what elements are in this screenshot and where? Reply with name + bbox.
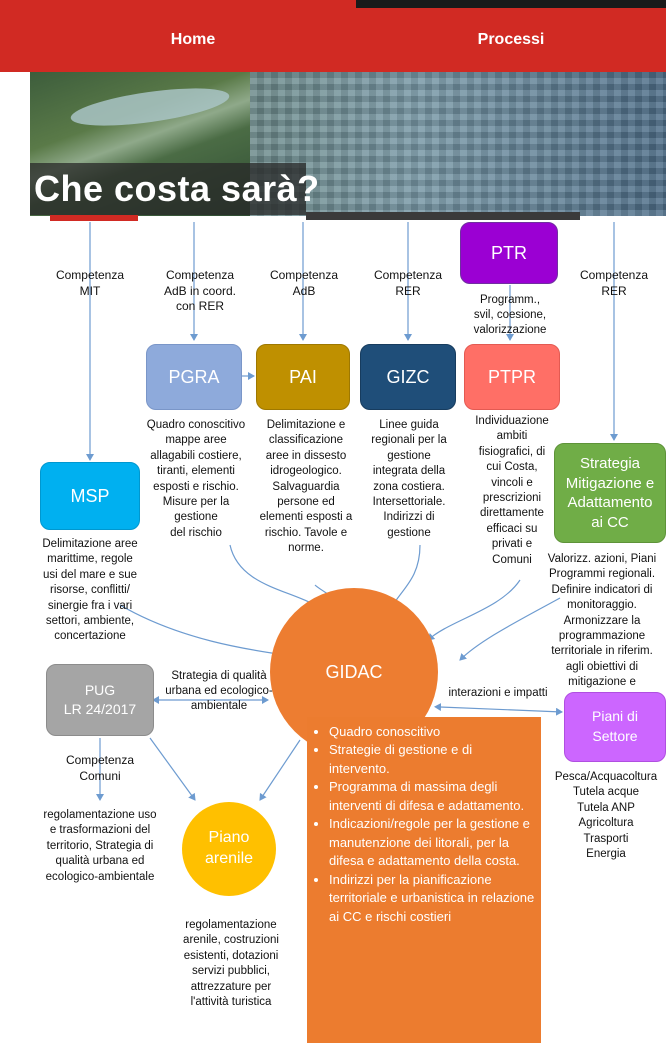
gidac-item: Indirizzi per la pianificazione territor… bbox=[329, 871, 535, 926]
label-competenza-comuni: Competenza Comuni bbox=[65, 753, 135, 783]
gizc-box[interactable]: GIZC bbox=[360, 344, 456, 410]
pug-bottom-description: regolamentazione uso e trasformazioni de… bbox=[43, 809, 157, 883]
ptr-description: Programm., svil, coesione, valorizzazion… bbox=[473, 294, 547, 336]
pug-strategy-label: Strategia di qualità urbana ed ecologico… bbox=[165, 670, 273, 712]
gidac-item: Strategie di gestione e di intervento. bbox=[329, 741, 535, 778]
nav-strip bbox=[356, 0, 666, 8]
pgra-description: Quadro conoscitivo mappe aree allagabili… bbox=[146, 419, 246, 539]
piani-settore-description: Pesca/Acquacoltura Tutela acque Tutela A… bbox=[554, 771, 658, 861]
arrow-pug-arenile bbox=[149, 737, 196, 801]
ptpr-box[interactable]: PTPR bbox=[464, 344, 560, 410]
arrow-gidac-arenile bbox=[259, 739, 301, 801]
nav-processi-tab[interactable]: Processi bbox=[477, 31, 545, 48]
label-competenza-mit: Competenza MIT bbox=[55, 268, 125, 298]
pai-box[interactable]: PAI bbox=[256, 344, 350, 410]
gizc-description: Linee guida regionali per la gestione in… bbox=[371, 419, 447, 539]
ptpr-description: Individuazione ambiti fisiografici, di c… bbox=[475, 415, 549, 566]
label-competenza-adb: Competenza AdB bbox=[269, 268, 339, 298]
hero-dark-bar bbox=[306, 212, 580, 220]
hero-mosaic-image bbox=[250, 72, 666, 216]
arrow-ptpr-gidac bbox=[427, 579, 521, 641]
gidac-items-list: Quadro conoscitivo Strategie di gestione… bbox=[315, 723, 535, 926]
label-competenza-rer-strategia: Competenza RER bbox=[579, 268, 649, 298]
interazioni-label: interazioni e impatti bbox=[448, 687, 548, 699]
gidac-item: Indicazioni/regole per la gestione e man… bbox=[329, 815, 535, 870]
label-competenza-adb-rer: Competenza AdB in coord. con RER bbox=[163, 268, 237, 314]
hero-title: Che costa sarà? bbox=[34, 168, 320, 209]
top-nav: Home Processi bbox=[0, 0, 666, 72]
msp-description: Delimitazione aree marittime, regole usi… bbox=[42, 538, 138, 643]
pgra-box[interactable]: PGRA bbox=[146, 344, 242, 410]
gidac-item: Quadro conoscitivo bbox=[329, 723, 535, 741]
ptr-box[interactable]: PTR bbox=[460, 222, 558, 284]
hero-accent-bar bbox=[50, 215, 138, 221]
piano-arenile-description: regolamentazione arenile, costruzioni es… bbox=[183, 919, 279, 1009]
piano-arenile-circle[interactable]: Piano arenile bbox=[182, 802, 276, 896]
strategia-description: Valorizz. azioni, Piani Programmi region… bbox=[547, 553, 657, 704]
msp-box[interactable]: MSP bbox=[40, 462, 140, 530]
arrow-gidac-settore bbox=[434, 703, 563, 716]
gidac-content-panel: Quadro conoscitivo Strategie di gestione… bbox=[307, 717, 541, 1043]
arrow-strategia-gidac bbox=[459, 597, 561, 661]
pai-description: Delimitazione e classificazione aree in … bbox=[259, 419, 353, 555]
nav-home-tab[interactable]: Home bbox=[170, 31, 216, 48]
label-competenza-rer-gizc: Competenza RER bbox=[373, 268, 443, 298]
strategia-box[interactable]: Strategia Mitigazione e Adattamento ai C… bbox=[554, 443, 666, 543]
pug-box[interactable]: PUG LR 24/2017 bbox=[46, 664, 154, 736]
gidac-item: Programma di massima degli interventi di… bbox=[329, 778, 535, 815]
hero-title-background bbox=[30, 163, 306, 215]
piani-settore-box[interactable]: Piani di Settore bbox=[564, 692, 666, 762]
